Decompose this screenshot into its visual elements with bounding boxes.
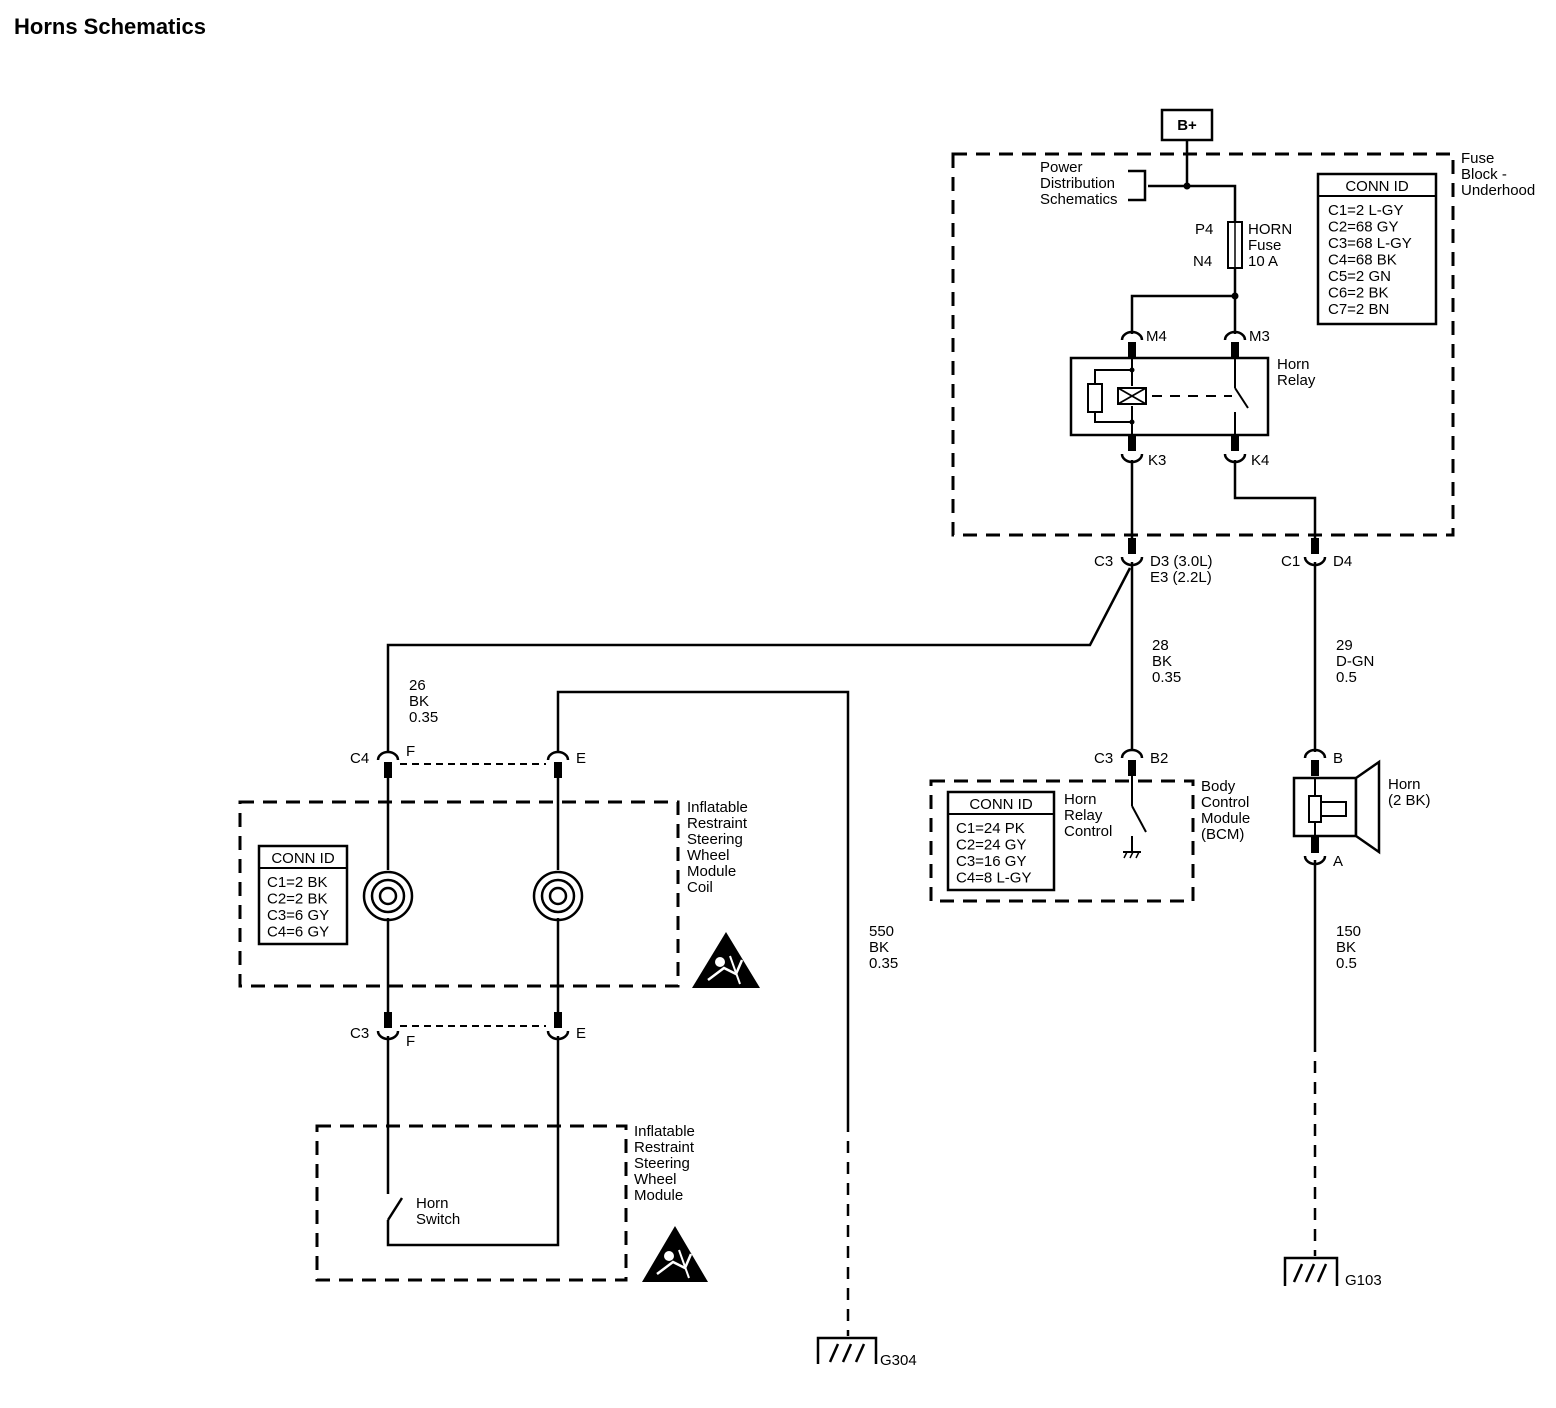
ground-g103-icon: [1283, 1256, 1339, 1286]
horn-switch-contact: [386, 1197, 404, 1221]
bcm-conn-id-table: CONN ID C1=24 PK C2=24 GY C3=16 GY C4=8 …: [946, 790, 1056, 892]
bcm-ground-icon: [1123, 851, 1141, 859]
horn-relay-control-label: Horn Relay Control: [1064, 791, 1112, 840]
bcm-connector-label: C3: [1094, 750, 1113, 767]
svg-text:CONN ID: CONN ID: [1345, 178, 1409, 195]
connector-c3-lower-pin-f: F: [406, 1033, 415, 1050]
horn-connector-b: B: [1333, 750, 1343, 767]
coil-module-conn-id-table: CONN ID C1=2 BK C2=2 BK C3=6 GY C4=6 GY: [257, 844, 349, 946]
wheel-module-label: Inflatable Restraint Steering Wheel Modu…: [634, 1123, 699, 1204]
page-title: Horns Schematics: [14, 14, 206, 39]
fuse-block-boundary: [951, 152, 1455, 537]
wire-150-label: 150 BK 0.5: [1336, 923, 1365, 972]
fuse-block-conn-id-table: CONN ID C1=2 L-GY C2=68 GY C3=68 L-GY C4…: [1316, 172, 1438, 326]
connector-c4-pin-e: E: [576, 750, 586, 767]
battery-positive-box: [1160, 108, 1214, 142]
horn-label: Horn (2 BK): [1388, 776, 1431, 809]
horn-switch-label: Horn Switch: [416, 1195, 460, 1228]
bcm-connector-pin: B2: [1150, 750, 1168, 767]
bcm-label: Body Control Module (BCM): [1201, 778, 1254, 843]
svg-text:C1=2 L-GY C2=68 GY: C1=2 L-GY C2=68 GY C3=68 L-GY C4=68 BK C…: [1328, 202, 1416, 318]
fuse-top-pin: P4: [1195, 221, 1213, 238]
pds-bracket: [1128, 169, 1147, 202]
wheel-module-boundary: [315, 1124, 628, 1282]
coil-module-label: Inflatable Restraint Steering Wheel Modu…: [687, 799, 752, 896]
horn-connector-a: A: [1333, 853, 1343, 870]
relay-diode-resistor: [1087, 383, 1103, 413]
connector-c1-pin: D4: [1333, 553, 1352, 570]
wire-550-label: 550 BK 0.35: [869, 923, 898, 972]
relay-pin-m4: M4: [1146, 328, 1167, 345]
clockspring-coil-icon-f: [362, 870, 414, 922]
wire-29-label: 29 D-GN 0.5: [1336, 637, 1379, 686]
relay-pin-k4: K4: [1251, 452, 1269, 469]
clockspring-coil-icon-e: [532, 870, 584, 922]
connector-c3-lower-pin-e: E: [576, 1025, 586, 1042]
connector-c1-label: C1: [1281, 553, 1300, 570]
esd-warning-icon: [692, 932, 760, 988]
relay-pin-k3: K3: [1148, 452, 1166, 469]
svg-text:C1=24 PK C2=24 GY: C1=24 PK C2=24 GY C3=16 GY C4=8 L-GY: [956, 820, 1031, 887]
coil-module-boundary: [238, 800, 680, 988]
horn-icon: [1292, 759, 1381, 855]
battery-positive-label: B+: [1177, 117, 1197, 134]
fuse-block-label: Fuse Block - Underhood: [1461, 150, 1535, 199]
fuse-bottom-pin: N4: [1193, 253, 1212, 270]
bcm-boundary: [929, 779, 1195, 903]
wire-26-label: 26 BK 0.35: [409, 677, 438, 726]
svg-text:C1=2 BK C2=2 BK C3: C1=2 BK C2=2 BK C3=6 GY C4=6 GY: [267, 874, 333, 941]
connector-c3-lower-label: C3: [350, 1025, 369, 1042]
relay-switch-contact: [1234, 387, 1249, 409]
connector-c4-label: C4: [350, 750, 369, 767]
ground-g304-icon: [816, 1336, 878, 1364]
svg-text:CONN ID: CONN ID: [969, 796, 1033, 813]
power-distribution-label: Power Distribution Schematics: [1040, 159, 1119, 208]
svg-text:CONN ID: CONN ID: [271, 850, 335, 867]
ground-g103-label: G103: [1345, 1272, 1382, 1289]
horn-relay-label: Horn Relay: [1277, 356, 1316, 389]
ground-g304-label: G304: [880, 1352, 917, 1369]
esd-warning-icon: [642, 1226, 708, 1282]
connector-c3-pins: D3 (3.0L) E3 (2.2L): [1150, 553, 1217, 586]
connector-c4-pin-f: F: [406, 743, 415, 760]
horn-fuse-label: HORN Fuse 10 A: [1248, 221, 1296, 270]
wire-28-label: 28 BK 0.35: [1152, 637, 1181, 686]
relay-pin-m3: M3: [1249, 328, 1270, 345]
bcm-relay-control-switch: [1131, 805, 1147, 833]
connector-c3-label: C3: [1094, 553, 1113, 570]
